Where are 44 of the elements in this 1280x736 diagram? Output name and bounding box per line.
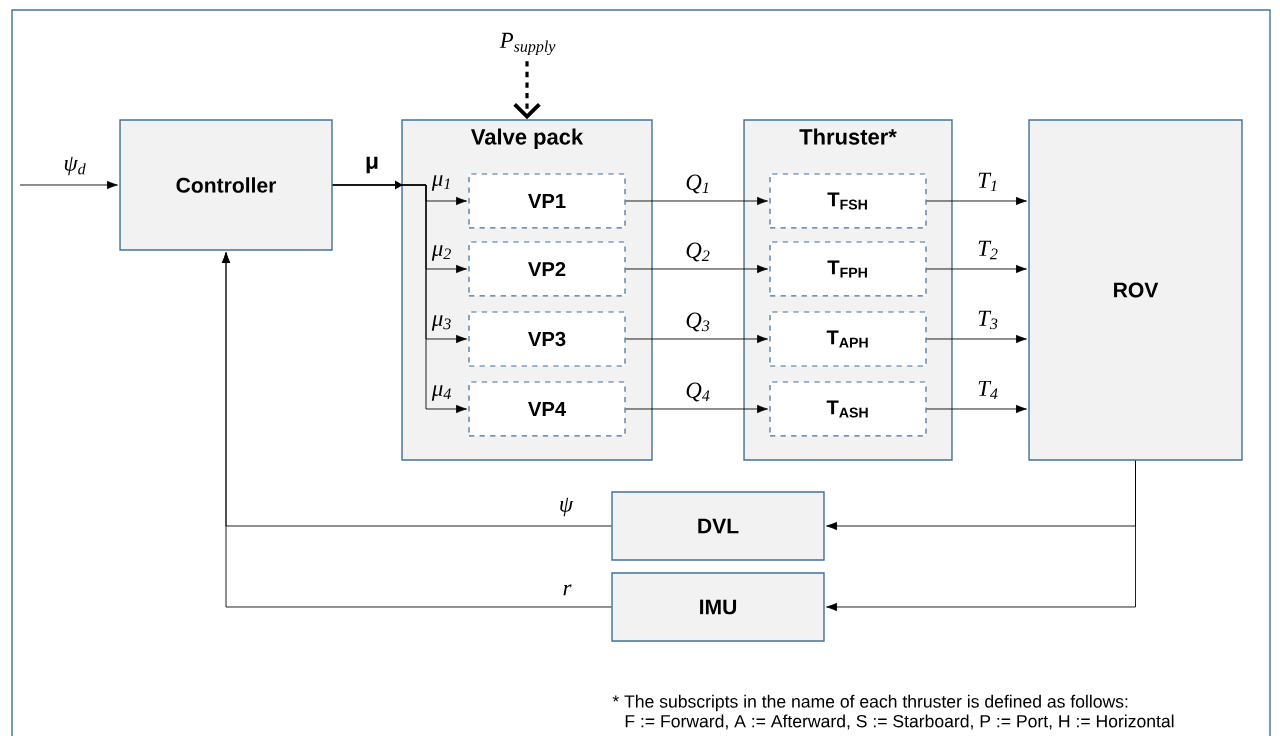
arrow bbox=[625, 264, 768, 274]
process-box: ROV bbox=[1028, 119, 1243, 461]
arrow bbox=[926, 196, 1027, 206]
component-box: T$_{FPH}$ bbox=[769, 241, 927, 297]
edge-label: μ$_{2}$ bbox=[431, 245, 451, 261]
edge-label: T$_{2}$ bbox=[978, 240, 998, 260]
arrow bbox=[926, 264, 1027, 274]
edge-label: T$_{4}$ bbox=[978, 380, 998, 400]
footnote: * The subscripts in the name of each thruster is defined as follows: bbox=[612, 694, 1128, 712]
arrow bbox=[221, 252, 612, 608]
edge-label: Q$_{1}$ bbox=[686, 174, 709, 194]
edge-label: Q$_{2}$ bbox=[686, 242, 710, 262]
component-box: VP1 bbox=[468, 173, 626, 229]
edge-label: μ$_{3}$ bbox=[431, 315, 451, 331]
process-box: Controller bbox=[119, 119, 333, 251]
component-box: T$_{ASH}$ bbox=[769, 381, 927, 437]
edge-label: μ$_{4}$ bbox=[431, 385, 451, 401]
arrow bbox=[19, 180, 118, 190]
arrow bbox=[625, 334, 768, 344]
component-box: VP4 bbox=[468, 381, 626, 437]
edge-label: μ$_{1}$ bbox=[431, 175, 450, 191]
edge-label: T$_{3}$ bbox=[978, 310, 998, 330]
edge-label: Q$_{4}$ bbox=[686, 382, 710, 402]
edge-label: ψ$_{d}$ bbox=[64, 156, 86, 176]
edge-label: r bbox=[563, 584, 572, 596]
component-box: T$_{FSH}$ bbox=[769, 173, 927, 229]
process-box: IMU bbox=[611, 572, 825, 642]
arrow bbox=[625, 196, 768, 206]
edge-label: T$_{1}$ bbox=[978, 172, 997, 192]
footnote: F := Forward, A := Afterward, S := Starboard, P := Port, H := Horizontal bbox=[625, 714, 1174, 730]
component-box: VP2 bbox=[468, 241, 626, 297]
arrow bbox=[926, 404, 1027, 414]
signal-label: μ bbox=[366, 156, 378, 174]
arrow bbox=[826, 460, 1136, 612]
arrow bbox=[926, 334, 1027, 344]
component-box: T$_{APH}$ bbox=[769, 311, 927, 367]
edge-label: Q$_{3}$ bbox=[686, 312, 710, 332]
arrow bbox=[625, 404, 768, 414]
arrow bbox=[332, 184, 467, 414]
edge-label: ψ bbox=[560, 497, 574, 517]
arrow bbox=[513, 61, 541, 120]
process-box: DVL bbox=[611, 491, 825, 561]
edge-label: P$_{supply}$ bbox=[499, 32, 556, 56]
component-box: VP3 bbox=[468, 311, 626, 367]
